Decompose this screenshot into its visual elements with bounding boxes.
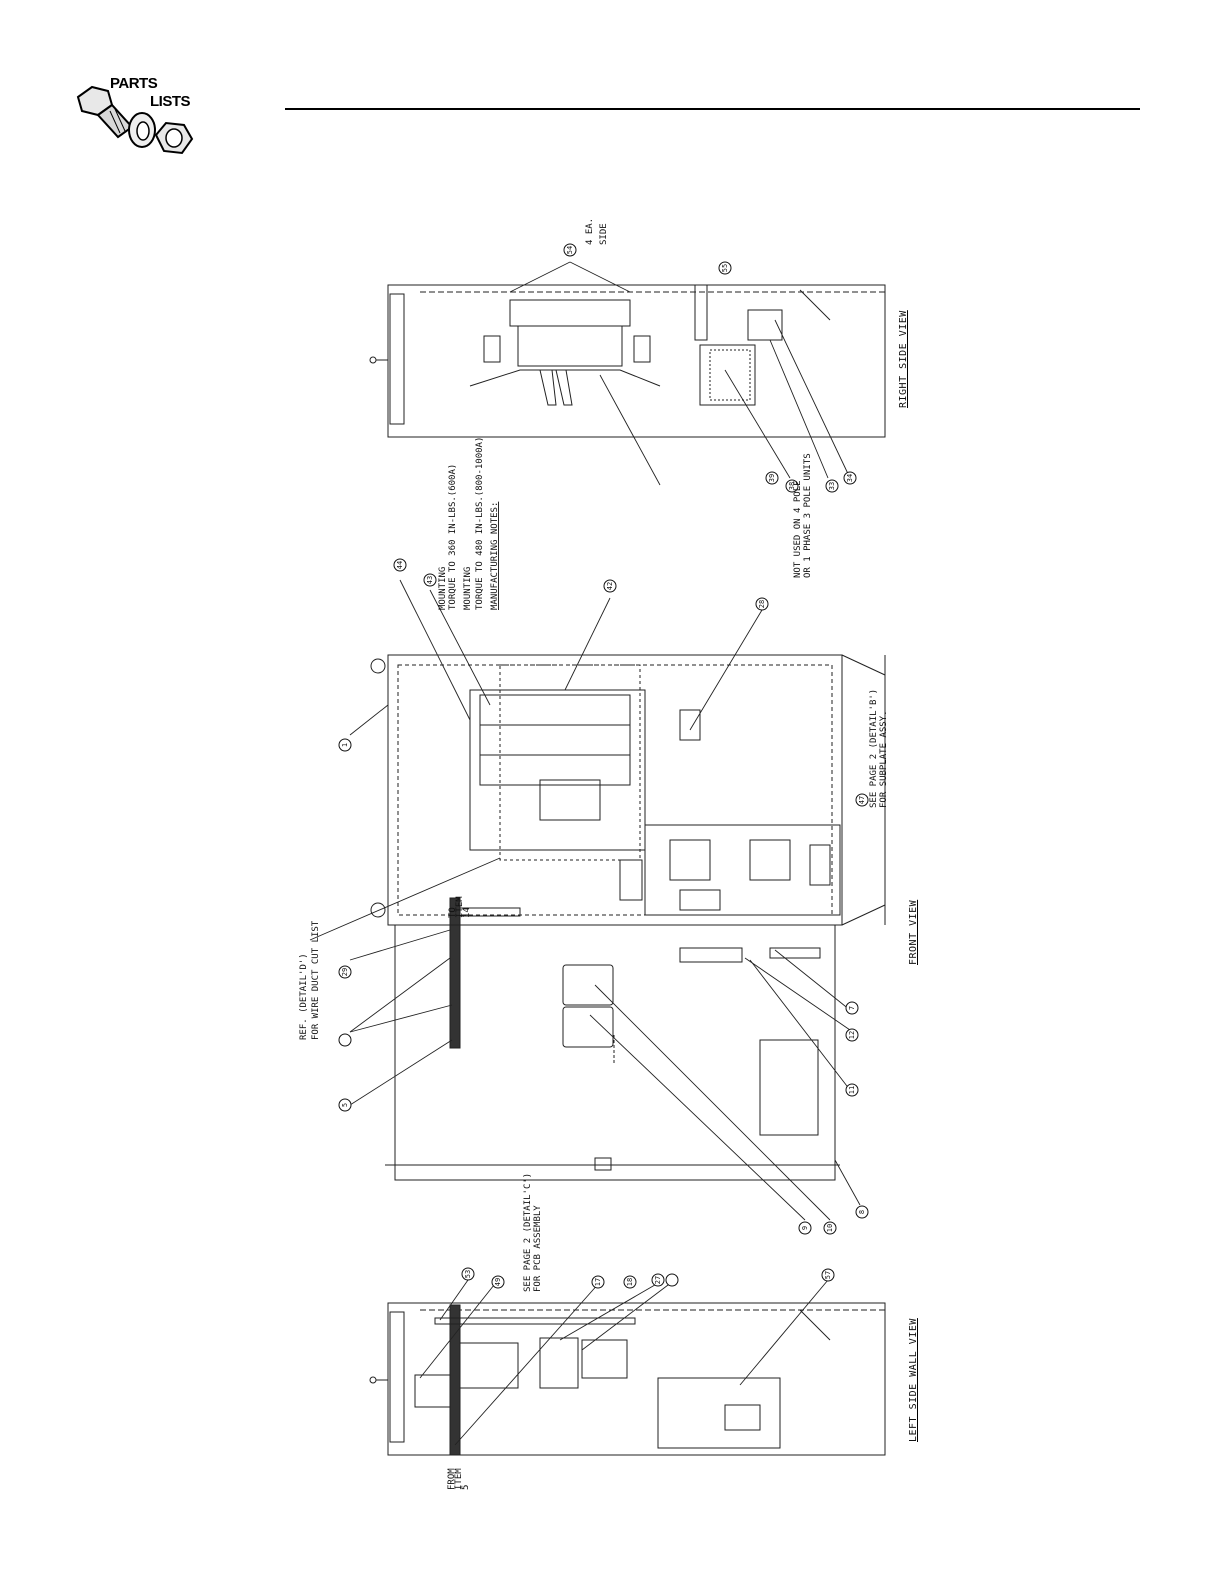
header-rule <box>285 108 1140 110</box>
callout-38: 38 <box>788 482 796 490</box>
ea-side-note-2: SIDE <box>599 223 609 245</box>
not-used-note-1: NOT USED ON 4 POLE <box>793 480 803 578</box>
see-page2-b-2: FOR SUBPLATE ASSY. <box>879 710 889 808</box>
not-used-note-2: OR 1 PHASE 3 POLE UNITS <box>803 453 813 578</box>
callout-42: 42 <box>606 582 614 590</box>
mfg-note-2: TORQUE TO 360 IN-LBS.(600A) <box>448 464 458 610</box>
mfg-note-1: MOUNTING <box>438 567 448 610</box>
callout-43: 43 <box>426 576 434 584</box>
mfg-note-4: TORQUE TO 480 IN-LBS.(800-1000A) <box>475 437 485 610</box>
ea-side-note-1: 4 EA. <box>585 218 595 245</box>
callout-5: 5 <box>341 1103 349 1107</box>
ref-detail-d-2: FOR WIRE DUCT CUT LIST <box>311 920 321 1040</box>
front-view-title: FRONT VIEW <box>908 899 919 965</box>
callout-34: 34 <box>846 474 854 482</box>
callout-11: 11 <box>848 1086 856 1094</box>
callout-44: 44 <box>396 561 404 569</box>
left-side-wall-view-title: LEFT SIDE WALL VIEW <box>908 1318 919 1442</box>
parts-lists-logo: PARTS LISTS <box>70 75 210 170</box>
to-item-1: TO <box>448 907 458 918</box>
right-side-view-title: RIGHT SIDE VIEW <box>898 310 909 408</box>
callout-7: 7 <box>848 1006 856 1010</box>
callout-54: 54 <box>566 246 574 254</box>
callout-12: 12 <box>848 1031 856 1039</box>
callout-1: 1 <box>341 743 349 747</box>
nut-bolt-washer-icon <box>76 85 194 155</box>
callout-8: 8 <box>858 1210 866 1214</box>
see-page2-c-2: FOR PCB ASSEMBLY <box>533 1205 543 1292</box>
mfg-note-3: MOUNTING <box>463 567 473 610</box>
callout-10: 10 <box>826 1224 834 1232</box>
callout-57: 57 <box>824 1271 832 1279</box>
callout-55: 55 <box>721 264 729 272</box>
to-item-3: 14 <box>462 907 472 918</box>
from-item-2: ITEM <box>454 1468 464 1490</box>
see-page2-c-1: SEE PAGE 2 (DETAIL'C') <box>523 1173 533 1292</box>
from-item-1: FROM <box>447 1468 457 1490</box>
callout-53: 53 <box>464 1270 472 1278</box>
callout-33: 33 <box>828 482 836 490</box>
see-page2-b-1: SEE PAGE 2 (DETAIL'B') <box>869 689 879 808</box>
callout-28: 28 <box>758 600 766 608</box>
callout-47: 47 <box>858 796 866 804</box>
mfg-note-5: MANUFACTURING NOTES: <box>490 502 500 610</box>
callout-39: 39 <box>768 474 776 482</box>
callout-29: 29 <box>341 968 349 976</box>
callout-9: 9 <box>801 1226 809 1230</box>
right-side-view-drawing <box>369 284 886 438</box>
logo-text-lists: LISTS <box>150 93 191 110</box>
callout-27: 27 <box>654 1276 662 1284</box>
ref-detail-d-1: REF. (DETAIL'D') <box>299 953 309 1040</box>
front-view-drawing <box>370 654 886 1181</box>
callout-18: 18 <box>626 1278 634 1286</box>
from-item-3: 5 <box>461 1485 471 1490</box>
left-side-wall-view-drawing <box>369 1302 886 1456</box>
logo-text-parts: PARTS <box>110 75 158 92</box>
callout-49: 49 <box>494 1278 502 1286</box>
callout-17: 17 <box>594 1278 602 1286</box>
to-item-2: ITEM <box>455 896 465 918</box>
